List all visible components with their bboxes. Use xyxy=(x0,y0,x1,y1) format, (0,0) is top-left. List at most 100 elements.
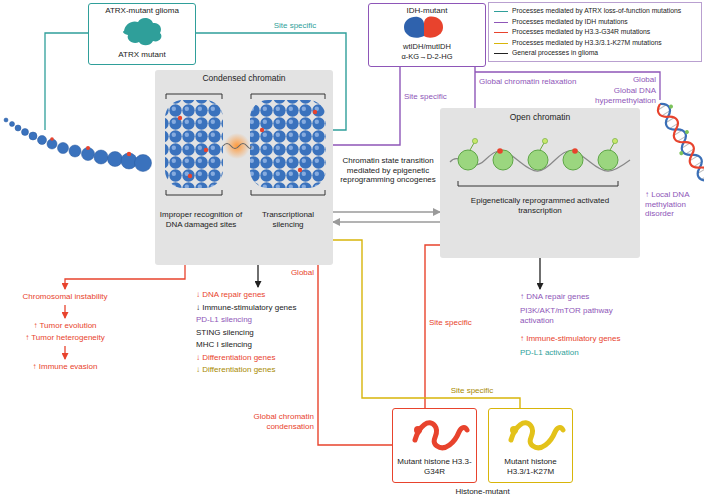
annotation-label: ↑ Local DNA methylation disorder xyxy=(645,190,702,219)
legend-line-sample xyxy=(494,53,508,54)
annotation-label: ↑ Immune evasion xyxy=(33,362,98,372)
leader-line xyxy=(45,33,88,130)
legend-text: Processes mediated by ATRX loss-of-funct… xyxy=(512,7,681,15)
chromatin-fiber xyxy=(38,136,47,145)
connector xyxy=(333,211,440,212)
connector xyxy=(333,221,440,222)
histone-mark xyxy=(127,152,131,156)
histone-icon xyxy=(414,426,422,434)
dna-helix xyxy=(655,101,704,184)
open-nucleosomes xyxy=(542,138,547,143)
histone-icon xyxy=(414,423,563,448)
condensed-nucleosomes xyxy=(178,110,317,178)
dna-helix xyxy=(655,104,704,181)
open-nucleosomes xyxy=(563,150,583,170)
legend-line-sample xyxy=(494,11,508,12)
open-nucleosomes xyxy=(470,143,474,150)
chromatin-fiber xyxy=(58,143,69,154)
chromatin-fiber xyxy=(22,129,29,136)
open-nucleosomes xyxy=(472,138,617,143)
dna-helix xyxy=(655,101,704,184)
node-text: Transcriptional silencing xyxy=(247,210,329,229)
edge-label: Site specific xyxy=(404,92,447,102)
effect-arrow xyxy=(257,265,258,287)
dna-helix xyxy=(684,129,690,135)
open-nucleosomes xyxy=(497,148,503,154)
effect-arrow xyxy=(539,258,540,289)
dna-helix xyxy=(668,104,674,110)
annotation-label: MHC I silencing xyxy=(196,340,252,350)
histone-icon xyxy=(511,423,563,448)
open-nucleosomes xyxy=(450,151,630,171)
annotation-label: ↑ Tumor heterogeneity xyxy=(25,333,105,343)
annotation-label: PI3K/AKT/mTOR pathway activation xyxy=(520,306,645,325)
open-nucleosomes xyxy=(598,150,618,170)
edge-label: Global chromatin condensation xyxy=(232,412,314,431)
legend-text: Processes mediated by H3.3-G34R mutation… xyxy=(512,28,650,36)
connector xyxy=(333,240,520,408)
bracket xyxy=(251,94,325,99)
chromatin-fiber xyxy=(108,152,123,167)
chromatin-fiber xyxy=(4,118,152,172)
condensed-nucleosomes xyxy=(204,148,208,152)
histone-icon xyxy=(510,426,518,434)
annotation-label: PD-L1 activation xyxy=(520,348,579,358)
legend-box: Processes mediated by ATRX loss-of-funct… xyxy=(488,2,702,62)
condensed-nucleosomes xyxy=(224,133,250,159)
idh-icon xyxy=(404,17,443,38)
histone-mark xyxy=(50,137,54,141)
condensed-nucleosomes xyxy=(165,100,326,188)
histone-icon xyxy=(415,423,467,448)
chromatin-fiber xyxy=(135,155,152,172)
node-text: ATRX-mutant glioma xyxy=(105,6,179,16)
node-text: Improper recognition of DNA damaged site… xyxy=(159,210,243,229)
annotation-label: ↑ DNA repair genes xyxy=(520,292,589,302)
chromatin-fiber xyxy=(29,132,37,140)
annotation-label: ↓ Immune-stimulatory genes xyxy=(196,303,296,313)
legend-text: Processes mediated by H3.3/3.1-K27M muta… xyxy=(512,39,662,47)
annotation-label: Global xyxy=(633,75,656,85)
effect-arrow xyxy=(65,265,185,289)
bracket xyxy=(458,181,618,186)
condensed-nucleosomes xyxy=(298,168,302,172)
dna-helix xyxy=(679,150,685,156)
global-line xyxy=(475,72,660,100)
node-text: ATRX mutant xyxy=(118,50,165,60)
idh-icon xyxy=(424,17,443,38)
histone-mark xyxy=(50,137,131,156)
annotation-label: ↑ Tumor evolution xyxy=(33,321,96,331)
condensed-nucleosomes xyxy=(165,100,223,188)
node-text: IDH-mutant xyxy=(407,6,448,16)
annotation-label: STING silencing xyxy=(196,328,254,338)
effect-arrow xyxy=(64,346,65,359)
legend-text: Processes mediated by IDH mutations xyxy=(512,18,628,26)
idh-icon xyxy=(404,17,424,38)
annotation-label: Histone-mutant xyxy=(455,487,509,497)
condensed-nucleosomes xyxy=(178,116,182,120)
legend-line-sample xyxy=(494,32,508,33)
edge-label: Site specific xyxy=(451,386,494,396)
condensed-nucleosomes xyxy=(188,174,192,178)
effect-arrow xyxy=(64,305,65,318)
chromatin-fiber xyxy=(10,122,15,127)
condensed-nucleosomes xyxy=(223,144,251,149)
annotation-label: Global DNA hypermethylation xyxy=(584,86,656,105)
condensed-nucleosomes xyxy=(260,128,264,132)
annotation-label: ↑ Immune-stimulatory genes xyxy=(520,334,620,344)
annotation-label: ↓ DNA repair genes xyxy=(196,290,265,300)
open-nucleosomes xyxy=(472,138,477,143)
legend-text: General processes in glioma xyxy=(512,49,598,57)
annotation-label: Chromatin state transition mediated by e… xyxy=(336,156,440,185)
node-text: Mutant histone H3.3/1-K27M xyxy=(491,457,570,476)
chromatin-fiber xyxy=(94,150,108,164)
chromatin-fiber xyxy=(15,125,21,131)
legend-line-sample xyxy=(494,43,508,44)
connector xyxy=(333,67,400,145)
annotation-label: ↓ Differentiation genes xyxy=(196,353,275,363)
annotation-label: Global xyxy=(291,268,314,278)
condensed-nucleosomes xyxy=(250,100,326,188)
connector xyxy=(318,265,392,445)
chromatin-panel: Open chromatinEpigenetically reprogramme… xyxy=(440,108,640,258)
